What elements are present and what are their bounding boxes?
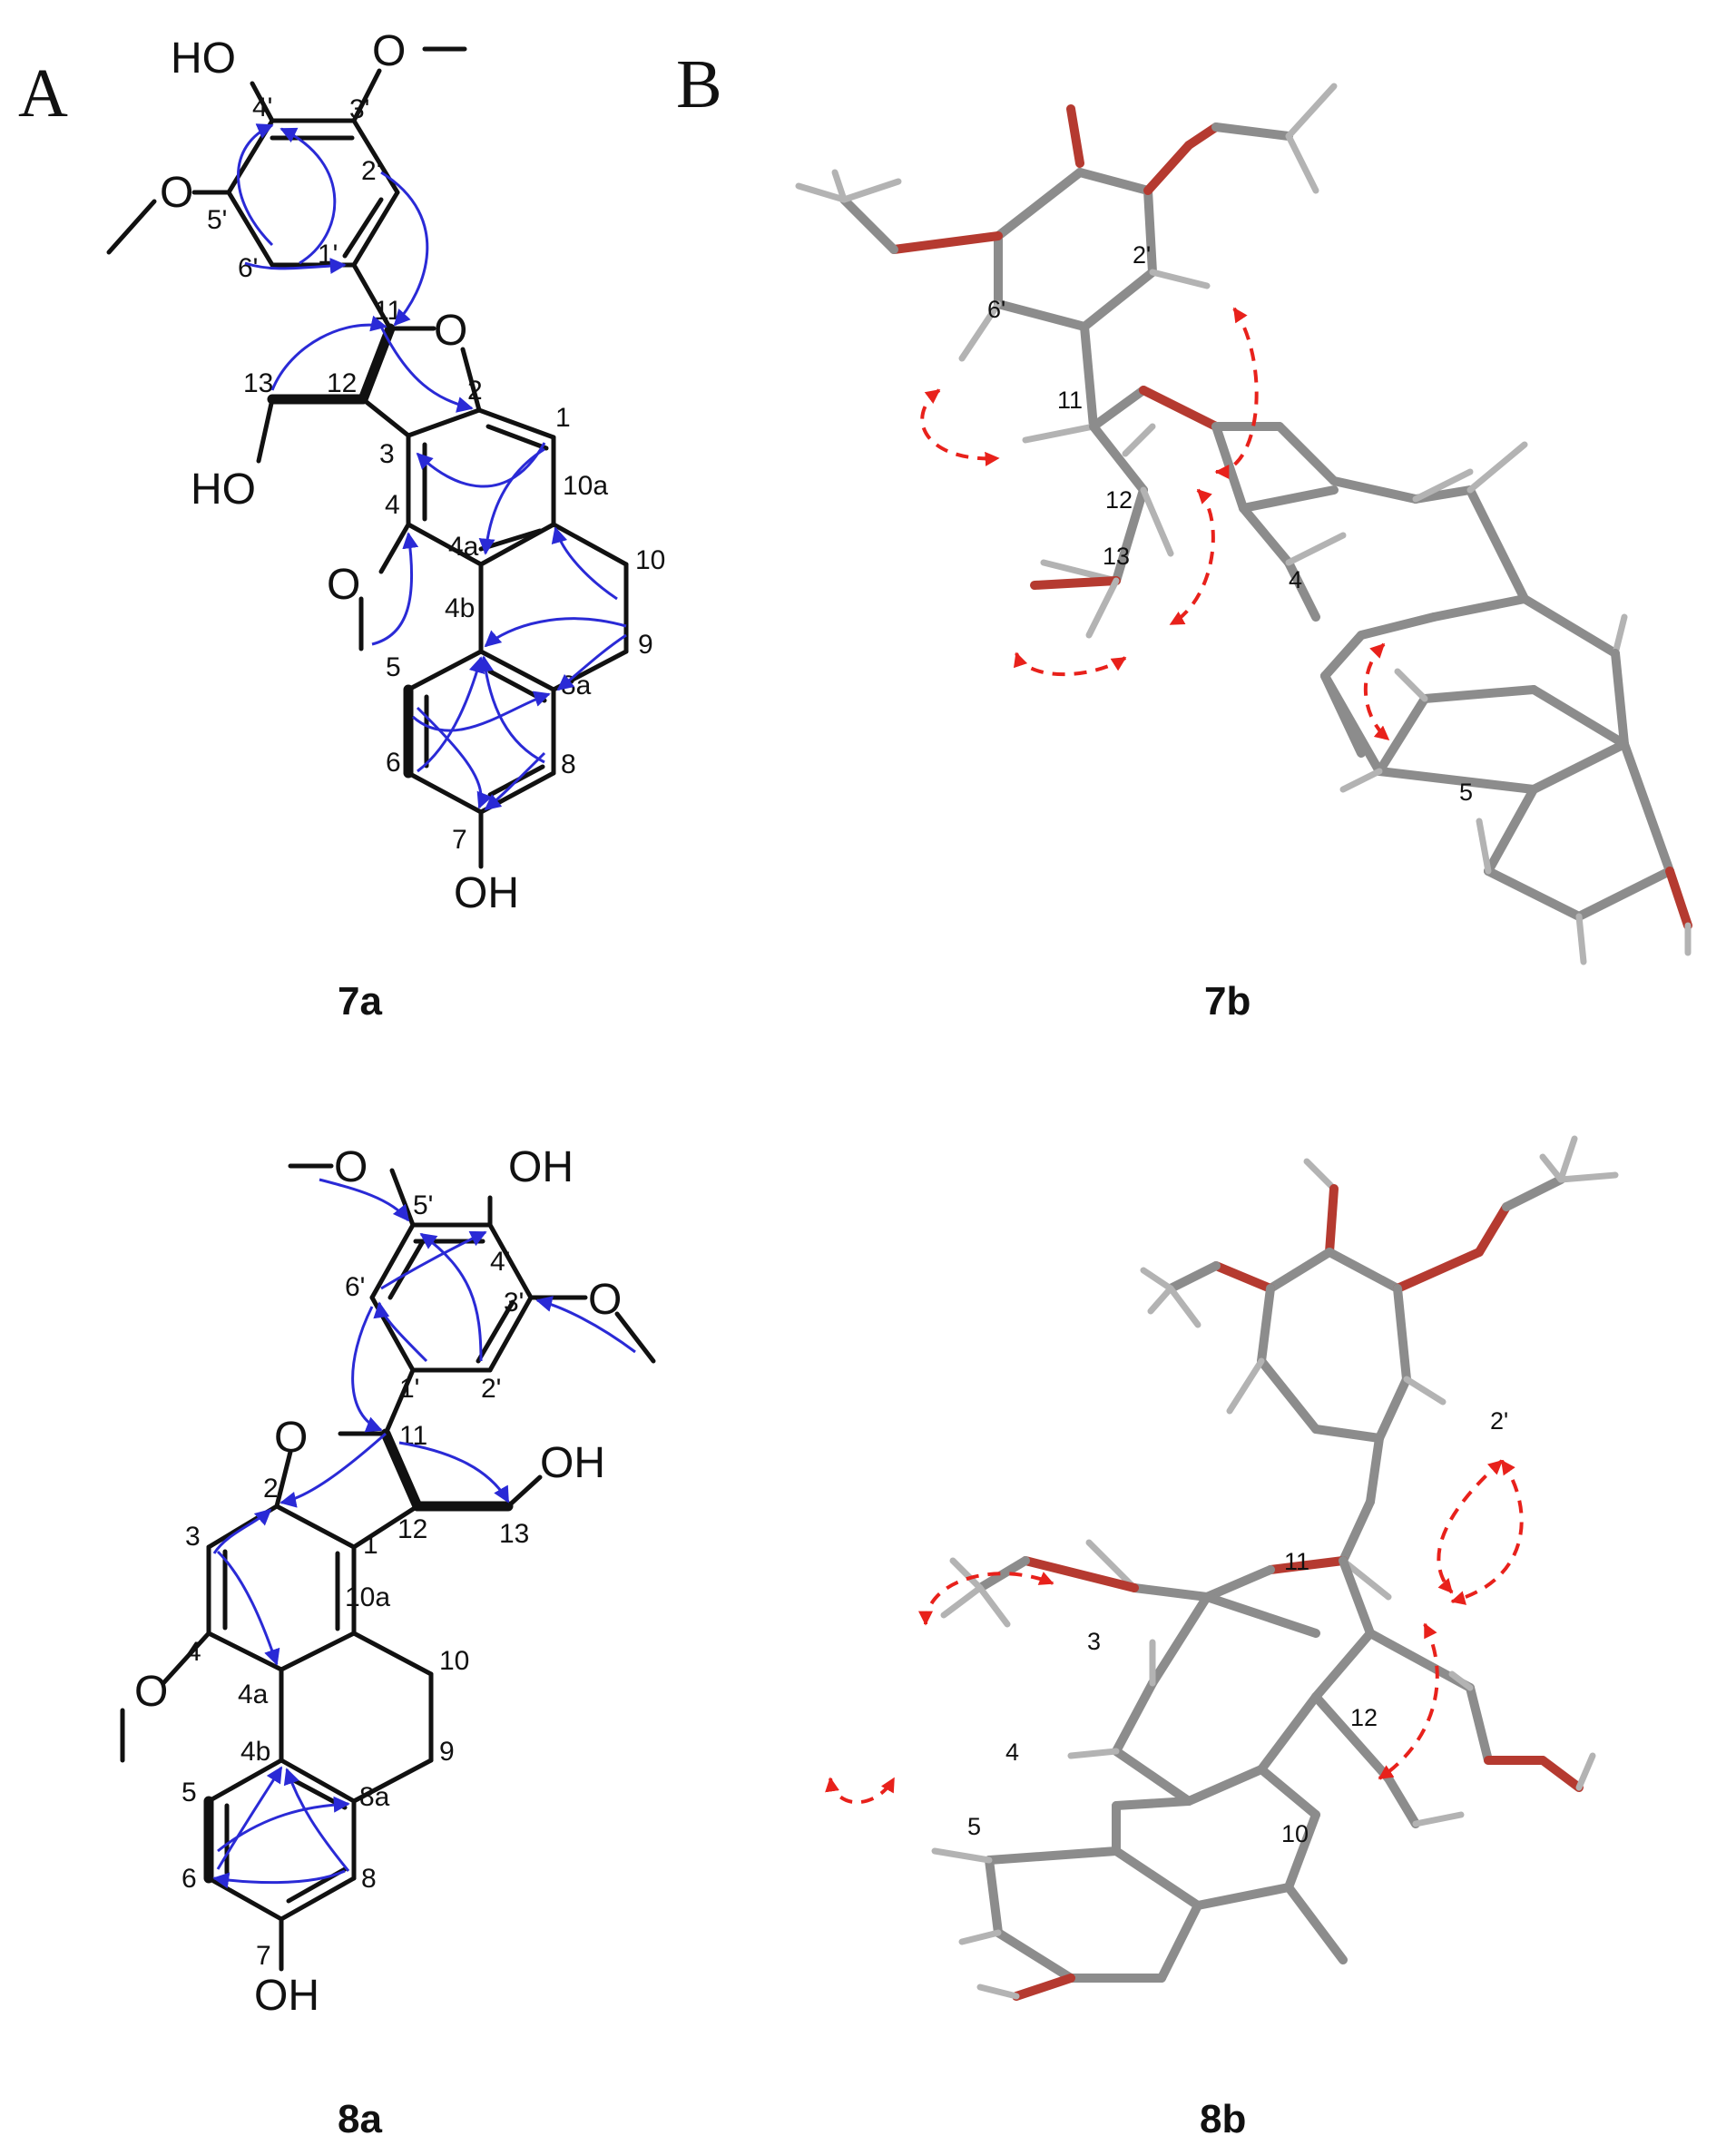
hydroxyl-7-label-8a: OH bbox=[254, 1972, 319, 2020]
panel-label-b: B bbox=[676, 46, 722, 122]
atom-label-5: 5 bbox=[386, 652, 401, 682]
atom-label-10: 10 bbox=[635, 545, 665, 575]
hydroxyl-13-label-8a: OH bbox=[540, 1439, 605, 1487]
atom-label-13-8a: 13 bbox=[499, 1519, 529, 1549]
atom-label-7-8a: 7 bbox=[256, 1941, 271, 1971]
hmbc-correlation-arrows-7a bbox=[237, 123, 627, 811]
caption-7a: 7a bbox=[338, 979, 382, 1024]
atom-label-4a-8a: 4a bbox=[238, 1680, 269, 1709]
hydroxyl-7-label: OH bbox=[454, 869, 519, 917]
model-7b-label-4: 4 bbox=[1289, 566, 1302, 593]
atom-label-4: 4 bbox=[385, 490, 400, 520]
hydroxyl-4p-label: HO bbox=[171, 34, 236, 83]
methoxy-3p-oxygen-8a: O bbox=[588, 1276, 622, 1324]
caption-8a: 8a bbox=[338, 2097, 382, 2141]
model-7b-label-13: 13 bbox=[1103, 543, 1130, 570]
atom-label-8-8a: 8 bbox=[361, 1864, 377, 1894]
model-8b-label-10: 10 bbox=[1281, 1820, 1309, 1847]
methoxy-5p-oxygen-8a: O bbox=[334, 1143, 368, 1191]
model-8b-label-4: 4 bbox=[1005, 1739, 1019, 1766]
model-7b bbox=[795, 83, 1692, 965]
atom-label-6-8a: 6 bbox=[181, 1864, 197, 1894]
model-8b-label-12: 12 bbox=[1350, 1704, 1378, 1731]
methoxy-3p-oxygen: O bbox=[372, 27, 406, 75]
atom-label-5-8a: 5 bbox=[181, 1778, 197, 1807]
noesy-correlation-arrows-7b bbox=[920, 307, 1390, 741]
model-7b-label-5: 5 bbox=[1459, 779, 1473, 806]
structure-8a: O OH O O OH O OH 5' 4' 3' 6' 1' 2' 11 2 … bbox=[120, 1143, 656, 2020]
atom-label-2: 2 bbox=[467, 376, 483, 406]
model-7b-label-11: 11 bbox=[1057, 387, 1083, 414]
methoxy-4-oxygen: O bbox=[327, 561, 360, 609]
atom-label-8a-8a: 8a bbox=[359, 1782, 390, 1812]
atom-label-3p-8a: 3' bbox=[504, 1288, 524, 1317]
ring-oxygen-label: O bbox=[434, 307, 467, 355]
atom-label-1p-8a: 1' bbox=[399, 1374, 419, 1404]
atom-label-2p: 2' bbox=[361, 156, 381, 186]
hydroxyl-13-label: HO bbox=[191, 465, 256, 514]
atom-label-4p-8a: 4' bbox=[490, 1247, 510, 1277]
structure-8a-bonds bbox=[120, 1163, 656, 1972]
atom-label-1-8a: 1 bbox=[363, 1530, 378, 1560]
ring-oxygen-label-8a: O bbox=[274, 1414, 308, 1462]
noesy-correlation-arrows-8b bbox=[825, 1459, 1524, 1805]
caption-8b: 8b bbox=[1200, 2097, 1246, 2141]
structure-7a: HO O O O HO O OH 4' 3' 2' 5' 6' 1' 11 12… bbox=[106, 27, 665, 917]
atom-label-12: 12 bbox=[327, 368, 357, 398]
hmbc-correlation-arrows-8a bbox=[212, 1178, 636, 1889]
model-7b-label-2p: 2' bbox=[1133, 241, 1151, 269]
model-7b-label-12: 12 bbox=[1105, 486, 1133, 514]
atom-label-4b: 4b bbox=[445, 593, 475, 623]
atom-label-4b-8a: 4b bbox=[240, 1737, 270, 1767]
atom-label-10-8a: 10 bbox=[439, 1646, 469, 1676]
atom-label-10a: 10a bbox=[563, 471, 608, 501]
atom-label-12-8a: 12 bbox=[397, 1514, 427, 1544]
atom-label-8: 8 bbox=[561, 749, 576, 779]
model-8b-label-2p: 2' bbox=[1490, 1407, 1508, 1435]
atom-label-3p: 3' bbox=[349, 94, 369, 124]
model-8b bbox=[931, 1135, 1619, 2001]
atom-label-3-8a: 3 bbox=[185, 1522, 201, 1552]
model-7b-label-6p: 6' bbox=[987, 296, 1005, 323]
atom-label-5p-8a: 5' bbox=[413, 1190, 433, 1220]
atom-label-5p: 5' bbox=[207, 205, 227, 235]
atom-label-10a-8a: 10a bbox=[345, 1582, 390, 1612]
model-8b-label-3: 3 bbox=[1087, 1628, 1101, 1655]
atom-label-4a: 4a bbox=[448, 532, 479, 562]
atom-label-4p: 4' bbox=[252, 93, 272, 122]
atom-label-6p: 6' bbox=[238, 253, 258, 283]
atom-label-4-8a: 4 bbox=[186, 1637, 201, 1667]
atom-label-6: 6 bbox=[386, 748, 401, 778]
atom-label-3: 3 bbox=[379, 439, 395, 469]
atom-label-2-8a: 2 bbox=[263, 1474, 279, 1504]
atom-label-7: 7 bbox=[452, 825, 467, 855]
panel-label-a: A bbox=[18, 55, 68, 132]
hydroxyl-4p-label-8a: OH bbox=[508, 1143, 574, 1191]
atom-label-9-8a: 9 bbox=[439, 1737, 455, 1767]
model-8b-label-5: 5 bbox=[967, 1813, 981, 1840]
methoxy-4-oxygen-8a: O bbox=[134, 1668, 168, 1716]
atom-label-2p-8a: 2' bbox=[481, 1374, 501, 1404]
caption-7b: 7b bbox=[1204, 979, 1251, 1024]
methoxy-5p-oxygen: O bbox=[160, 169, 193, 217]
atom-label-1: 1 bbox=[555, 403, 571, 433]
atom-label-9: 9 bbox=[638, 630, 653, 660]
atom-label-6p-8a: 6' bbox=[345, 1272, 365, 1302]
atom-label-13: 13 bbox=[243, 368, 273, 398]
model-8b-label-11: 11 bbox=[1284, 1548, 1309, 1575]
